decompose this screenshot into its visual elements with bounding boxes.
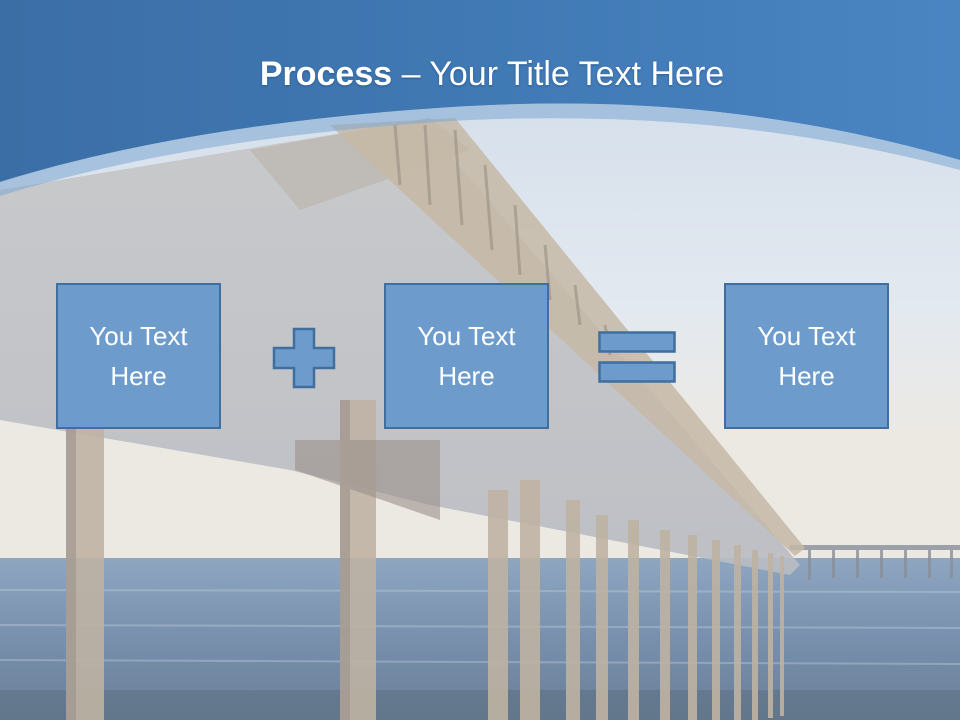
slide-title[interactable]: Process – Your Title Text Here [0,52,960,96]
text-box-1-label: You Text Here [89,321,188,391]
title-separator: – [392,55,430,93]
title-text: Your Title Text Here [429,55,725,93]
title-bold-text: Process [259,55,393,93]
text-box-2[interactable]: You Text Here [384,283,549,429]
equals-icon [598,331,676,383]
text-box-1[interactable]: You Text Here [56,283,221,429]
text-box-2-label: You Text Here [417,321,516,391]
plus-icon [272,327,336,389]
text-box-3-label: You Text Here [757,321,856,391]
text-box-3[interactable]: You Text Here [724,283,889,429]
